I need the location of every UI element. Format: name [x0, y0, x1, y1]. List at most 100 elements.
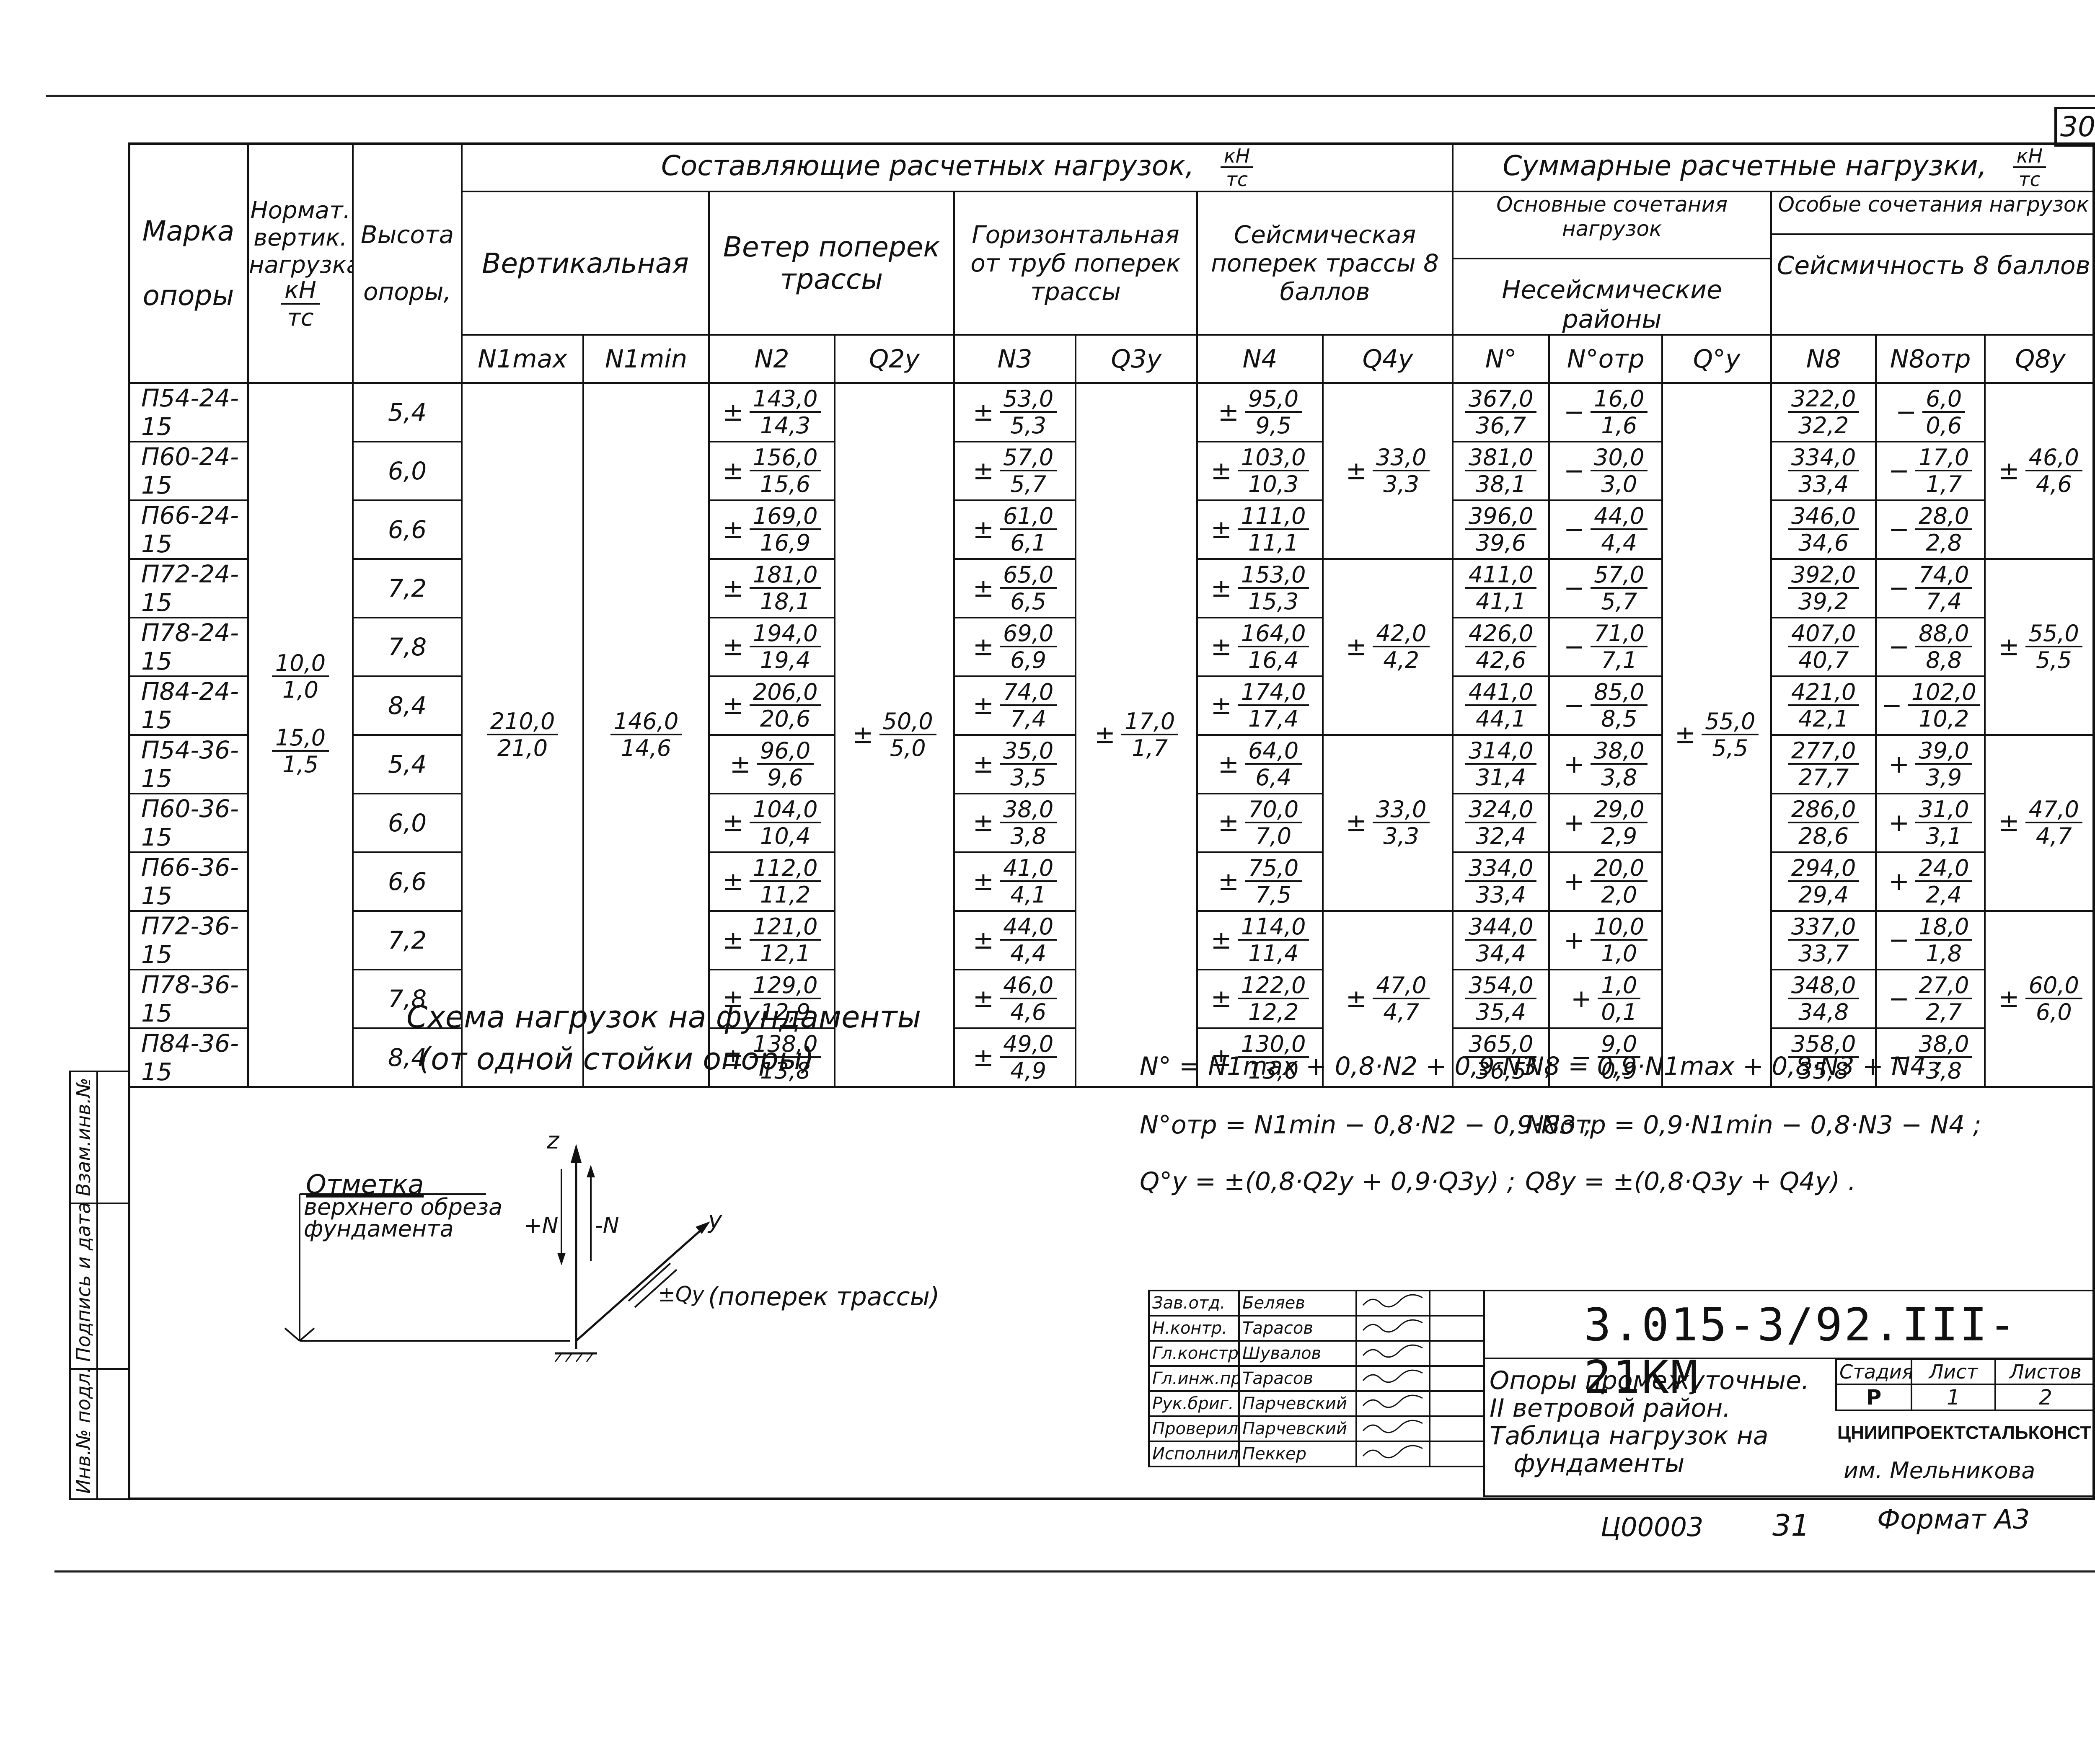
row-height: 6,0: [352, 441, 463, 501]
bottom-rule: [54, 1570, 2095, 1573]
formula-n8-otr: N8отр = 0,9·N1min − 0,8·N3 − N4 ;: [1525, 1110, 1981, 1140]
plus-n-label: +N: [524, 1213, 559, 1238]
row-height: 6,0: [352, 793, 463, 853]
signature-date: [1429, 1415, 1485, 1442]
header-horizontal: Горизонтальная от труб поперек трассы: [953, 191, 1198, 336]
row-mark: П84-36-15: [128, 1027, 249, 1088]
signature-row: Рук.бриг.Парчевский: [1148, 1390, 1485, 1417]
signature-date: [1429, 1315, 1485, 1342]
row-mark: П66-24-15: [128, 499, 249, 560]
column-header: Q8y: [1984, 334, 2095, 384]
signature-date: [1429, 1340, 1485, 1367]
signature: [1355, 1365, 1430, 1392]
signature-date: [1429, 1441, 1485, 1467]
title-divider: [1483, 1358, 2095, 1359]
axis-y-label: y: [708, 1207, 722, 1234]
column-header: N4: [1196, 334, 1324, 384]
sheets-value: 2: [1994, 1384, 2095, 1411]
column-header: N1min: [582, 334, 710, 384]
row-mark: П84-24-15: [128, 675, 249, 736]
header-wind: Ветер поперек трассы: [708, 191, 955, 336]
formula-n0-otr: N°отр = N1min − 0,8·N2 − 0,9·N3 ;: [1140, 1110, 1593, 1140]
signature: [1355, 1441, 1430, 1467]
stage-header: Стадия: [1835, 1358, 1912, 1385]
row-mark: П78-24-15: [128, 617, 249, 677]
row-height: 8,4: [352, 1027, 463, 1088]
formula-q8y: Q8y = ±(0,8·Q3y + Q4y) .: [1525, 1167, 1856, 1196]
side-label-sign: Подпись и дата: [72, 1202, 95, 1362]
row-mark: П78-36-15: [128, 969, 249, 1029]
drawing-description: Опоры промежуточные.II ветровой район.Та…: [1490, 1366, 1810, 1478]
row-mark: П54-24-15: [128, 382, 249, 442]
side-divider-2: [69, 1368, 128, 1370]
signature-row: Зав.отд.Беляев: [1148, 1290, 1485, 1317]
row-height: 5,4: [352, 382, 463, 442]
paper-format: Формат А3: [1877, 1504, 2030, 1535]
row-height: 7,2: [352, 558, 463, 618]
column-header: N1max: [461, 334, 584, 384]
row-height: 8,4: [352, 675, 463, 736]
formula-n8: N8 = 0,9·N1max + 0,8·N3 + N4 ;: [1525, 1052, 1943, 1081]
signer-name: Тарасов: [1238, 1315, 1357, 1342]
header-seismic: Сейсмическая поперек трассы 8 баллов: [1196, 191, 1454, 336]
across-label: (поперек трассы): [708, 1282, 940, 1311]
qy-label: ±Qy: [658, 1282, 704, 1306]
row-height: 7,8: [352, 969, 463, 1029]
side-divider-v: [96, 1071, 98, 1500]
